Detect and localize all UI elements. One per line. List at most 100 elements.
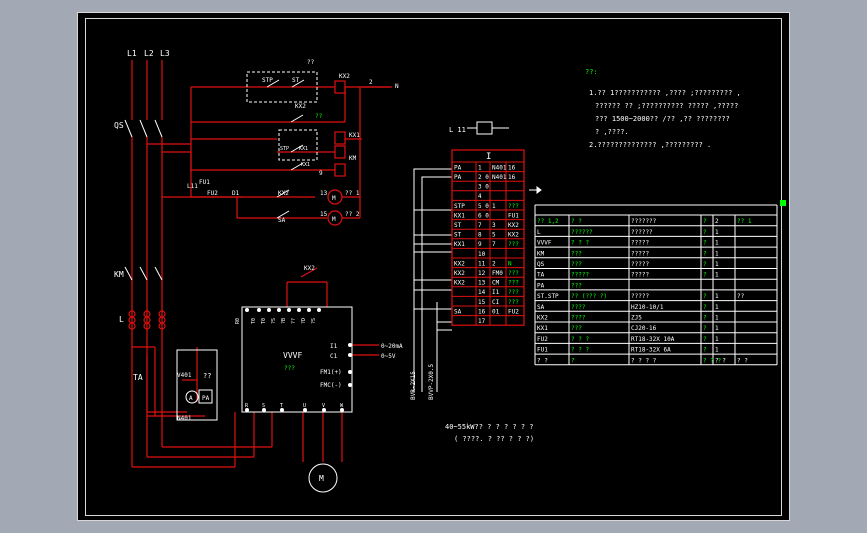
pa-meter-label: PA: [202, 395, 210, 402]
kx1-coil-label: KX1: [349, 132, 360, 139]
qs-label: QS: [114, 121, 124, 130]
bom-cell: TA: [537, 272, 545, 279]
st-label-1: STP: [280, 146, 289, 152]
grip-marker: [780, 200, 786, 206]
sa-label: SA: [278, 217, 286, 224]
terminal-cell: ???: [508, 270, 519, 277]
bom-cell: ?: [703, 250, 707, 257]
n15-label: 15: [320, 211, 328, 218]
terminal-cell: 1: [492, 203, 496, 210]
bom-cell: L: [537, 229, 541, 236]
bom-cell: ?????: [571, 272, 589, 279]
q-label-1: ??: [307, 59, 315, 66]
notes-line-4: ? ,????.: [595, 128, 629, 136]
terminal-cell: 8: [478, 232, 482, 239]
bom-cell: ?? (??? ?): [571, 293, 607, 300]
bom-cell: ? ?: [737, 357, 748, 364]
vvvf-bottom-terminal: S: [262, 403, 265, 409]
kx2-coil-label: KX2: [339, 73, 350, 80]
sb-label: ST: [292, 77, 300, 84]
terminal-cell: KX2: [508, 222, 519, 229]
meter-q-label: ??: [203, 372, 211, 380]
terminal-cell: 13: [478, 280, 486, 287]
vertical-label-1: BVR-2X15: [410, 371, 417, 400]
ta-label: TA: [133, 373, 143, 382]
bom-cell: ?: [703, 218, 707, 225]
terminal-cell: KX1: [454, 241, 465, 248]
bom-cell: FU2: [537, 336, 548, 343]
terminal-cell: 2 0: [478, 174, 489, 181]
bom-cell: 1: [715, 261, 719, 268]
d1-label: D1: [232, 190, 240, 197]
caption-1: 40~55kW?? ? ? ? ? ? ?: [445, 423, 534, 431]
vvvf-bottom-terminal: V: [322, 403, 325, 409]
bom-cell: ? ?: [715, 357, 726, 364]
terminal-cell: ???: [508, 280, 519, 287]
vvvf-bottom-terminal: R: [245, 403, 249, 409]
terminal-cell: N401: [492, 174, 507, 181]
bom-cell: ZJ5: [631, 315, 642, 322]
vvvf-top-terminal: ??: [291, 318, 297, 324]
terminal-cell: 7: [492, 241, 496, 248]
bom-cell: ??????: [631, 229, 653, 236]
l11-circuit-label: L11: [187, 183, 198, 190]
bom-cell: ????: [571, 315, 586, 322]
st-dashed-box: [278, 129, 318, 161]
bill-of-materials-table: ?? 1,2? ?????????2?? 1L?????????????1VVV…: [534, 204, 778, 366]
bom-cell: ? ? ? ?: [631, 357, 657, 364]
bom-cell: 1: [715, 293, 719, 300]
bom-cell: ? ?: [537, 357, 548, 364]
terminal-cell: 11: [478, 260, 486, 267]
terminal-cell: PA: [454, 164, 462, 171]
bom-cell: ?????: [631, 250, 649, 257]
bom-cell: ???????: [631, 218, 657, 225]
bom-cell: 1: [715, 250, 719, 257]
terminal-cell: 15: [478, 299, 486, 306]
terminal-cell: ???: [508, 299, 519, 306]
bom-cell: ?? 1: [737, 218, 752, 225]
terminal-cell: 7: [478, 222, 482, 229]
lamp-2-m: M: [332, 216, 336, 223]
terminal-table-border: [451, 149, 525, 326]
caption-2: ( ????. ? ?? ? ? ?): [454, 435, 534, 443]
bom-cell: ? ? ?: [571, 240, 589, 247]
kx2-lamp-label: KX2: [278, 190, 289, 197]
vvvf-drive: [241, 306, 353, 413]
a-meter-label: A: [189, 395, 193, 402]
terminal-cell: ST: [454, 232, 462, 239]
vvvf-top-terminal: T0: [251, 318, 257, 324]
bom-cell: ? ?: [571, 218, 582, 225]
bom-cell: 1: [715, 304, 719, 311]
drawing-border: [77, 12, 790, 521]
notes-title: ??:: [585, 68, 598, 76]
terminal-cell: KX1: [454, 212, 465, 219]
bom-cell: 1: [715, 315, 719, 322]
terminal-cell: 1: [478, 164, 482, 171]
terminal-cell: STP: [454, 203, 465, 210]
vvvf-bottom-terminal: T: [280, 403, 283, 409]
kx2-contact-label: KX2: [295, 103, 306, 110]
power-wires: [128, 60, 392, 493]
terminal-cell: ???: [508, 289, 519, 296]
notes-line-2: ?????? ?? ;?????????? ????? ,?????: [595, 102, 738, 110]
bom-cell: ?: [703, 304, 707, 311]
terminal-cell: ???: [508, 241, 519, 248]
l-label: L: [119, 315, 124, 324]
bom-cell: 2: [715, 218, 719, 225]
bom-cell: ?: [703, 347, 707, 354]
terminal-cell: 5 0: [478, 203, 489, 210]
vvvf-out-i1: I1: [330, 343, 338, 350]
bom-cell: ?: [703, 336, 707, 343]
terminal-cell: 4: [478, 193, 482, 200]
bom-cell: PA: [537, 282, 545, 289]
bom-cell: 1: [715, 347, 719, 354]
vertical-label-2: BVVP-2X0.5: [428, 363, 435, 400]
bom-cell: ?? 1,2: [537, 218, 559, 225]
terminal-cell: 01: [492, 308, 500, 315]
notes-line-1: 1.?? 1??????????? ,???? ;????????? ,: [589, 89, 741, 97]
terminal-cell: I1: [492, 289, 500, 296]
